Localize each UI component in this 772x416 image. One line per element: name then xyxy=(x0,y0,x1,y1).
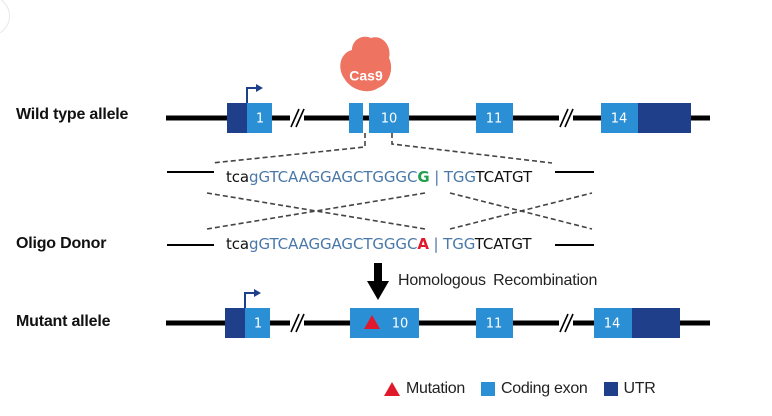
dashed-line xyxy=(449,192,593,230)
sequence-flank-lines xyxy=(167,171,594,246)
legend-item-mutation: Mutation xyxy=(384,380,465,398)
legend-label: Coding exon xyxy=(500,380,588,397)
dashed-line xyxy=(206,192,426,230)
oligo-donor-label: Oligo Donor xyxy=(16,235,107,252)
wild-type-allele-label: Wild type allele xyxy=(16,106,129,123)
sequence-tail: TCATGT xyxy=(474,235,532,253)
wild-type-base: G xyxy=(417,168,430,186)
mutant-allele-label: Mutant allele xyxy=(16,313,111,330)
legend-label: UTR xyxy=(623,380,656,397)
exon-label: 10 xyxy=(381,112,398,127)
dashed-line xyxy=(391,133,553,164)
exon-label: 11 xyxy=(486,112,503,127)
down-arrow-icon xyxy=(367,263,389,300)
homology-dashed-lines xyxy=(206,133,593,230)
legend-label: Mutation xyxy=(406,380,465,397)
guide-sequence: gGTCAAGGAGCTGGGC xyxy=(249,168,418,186)
cut-site-separator: | xyxy=(428,235,444,253)
sequence-tail: TCATGT xyxy=(475,168,533,186)
exon-1 xyxy=(247,103,272,133)
intron-break-gap xyxy=(290,114,304,122)
intron-break-icon xyxy=(290,313,300,333)
intron-break-gap xyxy=(559,319,573,327)
pam-sequence: TGG xyxy=(443,168,476,186)
coding-exon-swatch-icon xyxy=(480,382,495,396)
utr-swatch-icon xyxy=(603,382,618,396)
cas9-label: Cas9 xyxy=(349,68,383,84)
promoter-arrowhead-icon xyxy=(254,289,261,297)
intron-break-gap xyxy=(290,319,304,327)
pam-sequence: TGG xyxy=(443,235,475,253)
exon-11 xyxy=(476,308,513,338)
exon-label: 10 xyxy=(392,317,409,332)
exon-14 xyxy=(601,103,638,133)
exon-10-right xyxy=(369,103,409,133)
cas9-protein: Cas9 xyxy=(340,36,392,92)
promoter-arrow-icon xyxy=(246,87,257,103)
intron-break-icon xyxy=(564,313,574,333)
mutant-allele-track: 1 10 11 14 xyxy=(166,289,710,338)
sequence-lowercase-prefix: tca xyxy=(226,235,250,253)
utr-3prime xyxy=(638,103,691,133)
exon-label: 1 xyxy=(256,112,264,127)
intron-break-icon xyxy=(290,108,300,128)
exon-10 xyxy=(350,308,419,338)
wild-type-sequence: tcagGTCAAGGAGCTGGGCG | TGGTCATGT xyxy=(226,168,532,186)
utr-3prime xyxy=(632,308,680,338)
exon-label: 1 xyxy=(254,317,262,332)
exon-10-left xyxy=(349,103,363,133)
utr-5prime xyxy=(227,103,247,133)
wild-type-allele-track: 1 10 11 14 xyxy=(166,84,710,133)
legend-item-coding-exon: Coding exon xyxy=(480,380,588,398)
sequence-lowercase-prefix: tca xyxy=(226,168,250,186)
legend: Mutation Coding exon UTR xyxy=(384,380,672,398)
legend-item-utr: UTR xyxy=(603,380,656,398)
intron-break-gap xyxy=(559,114,573,122)
exon-1 xyxy=(245,308,270,338)
exon-11 xyxy=(476,103,513,133)
promoter-arrow-icon xyxy=(244,292,255,308)
intron-break-icon xyxy=(295,313,305,333)
mutation-triangle-icon xyxy=(384,382,400,396)
promoter-arrowhead-icon xyxy=(256,84,263,92)
exon-14 xyxy=(594,308,632,338)
mutant-base: A xyxy=(417,235,429,253)
exon-label: 14 xyxy=(611,112,628,127)
intron-break-icon xyxy=(559,108,569,128)
intron-break-icon xyxy=(295,108,305,128)
donor-sequence: tcagGTCAAGGAGCTGGGCA | TGGTCATGT xyxy=(226,235,531,253)
cas9-shape xyxy=(340,36,392,92)
intron-break-icon xyxy=(559,313,569,333)
homologous-recombination-label: Homologous Recombination xyxy=(398,272,598,289)
mutation-triangle-icon xyxy=(364,315,380,329)
utr-5prime xyxy=(225,308,245,338)
exon-label: 11 xyxy=(486,317,503,332)
arrow-head xyxy=(367,281,389,300)
exon-label: 14 xyxy=(604,317,621,332)
arrow-shaft xyxy=(374,263,382,283)
cut-site-separator: | xyxy=(429,168,444,186)
dashed-line xyxy=(206,192,426,230)
guide-sequence: gGTCAAGGAGCTGGGC xyxy=(249,235,418,253)
dashed-line xyxy=(211,133,366,164)
intron-break-icon xyxy=(564,108,574,128)
